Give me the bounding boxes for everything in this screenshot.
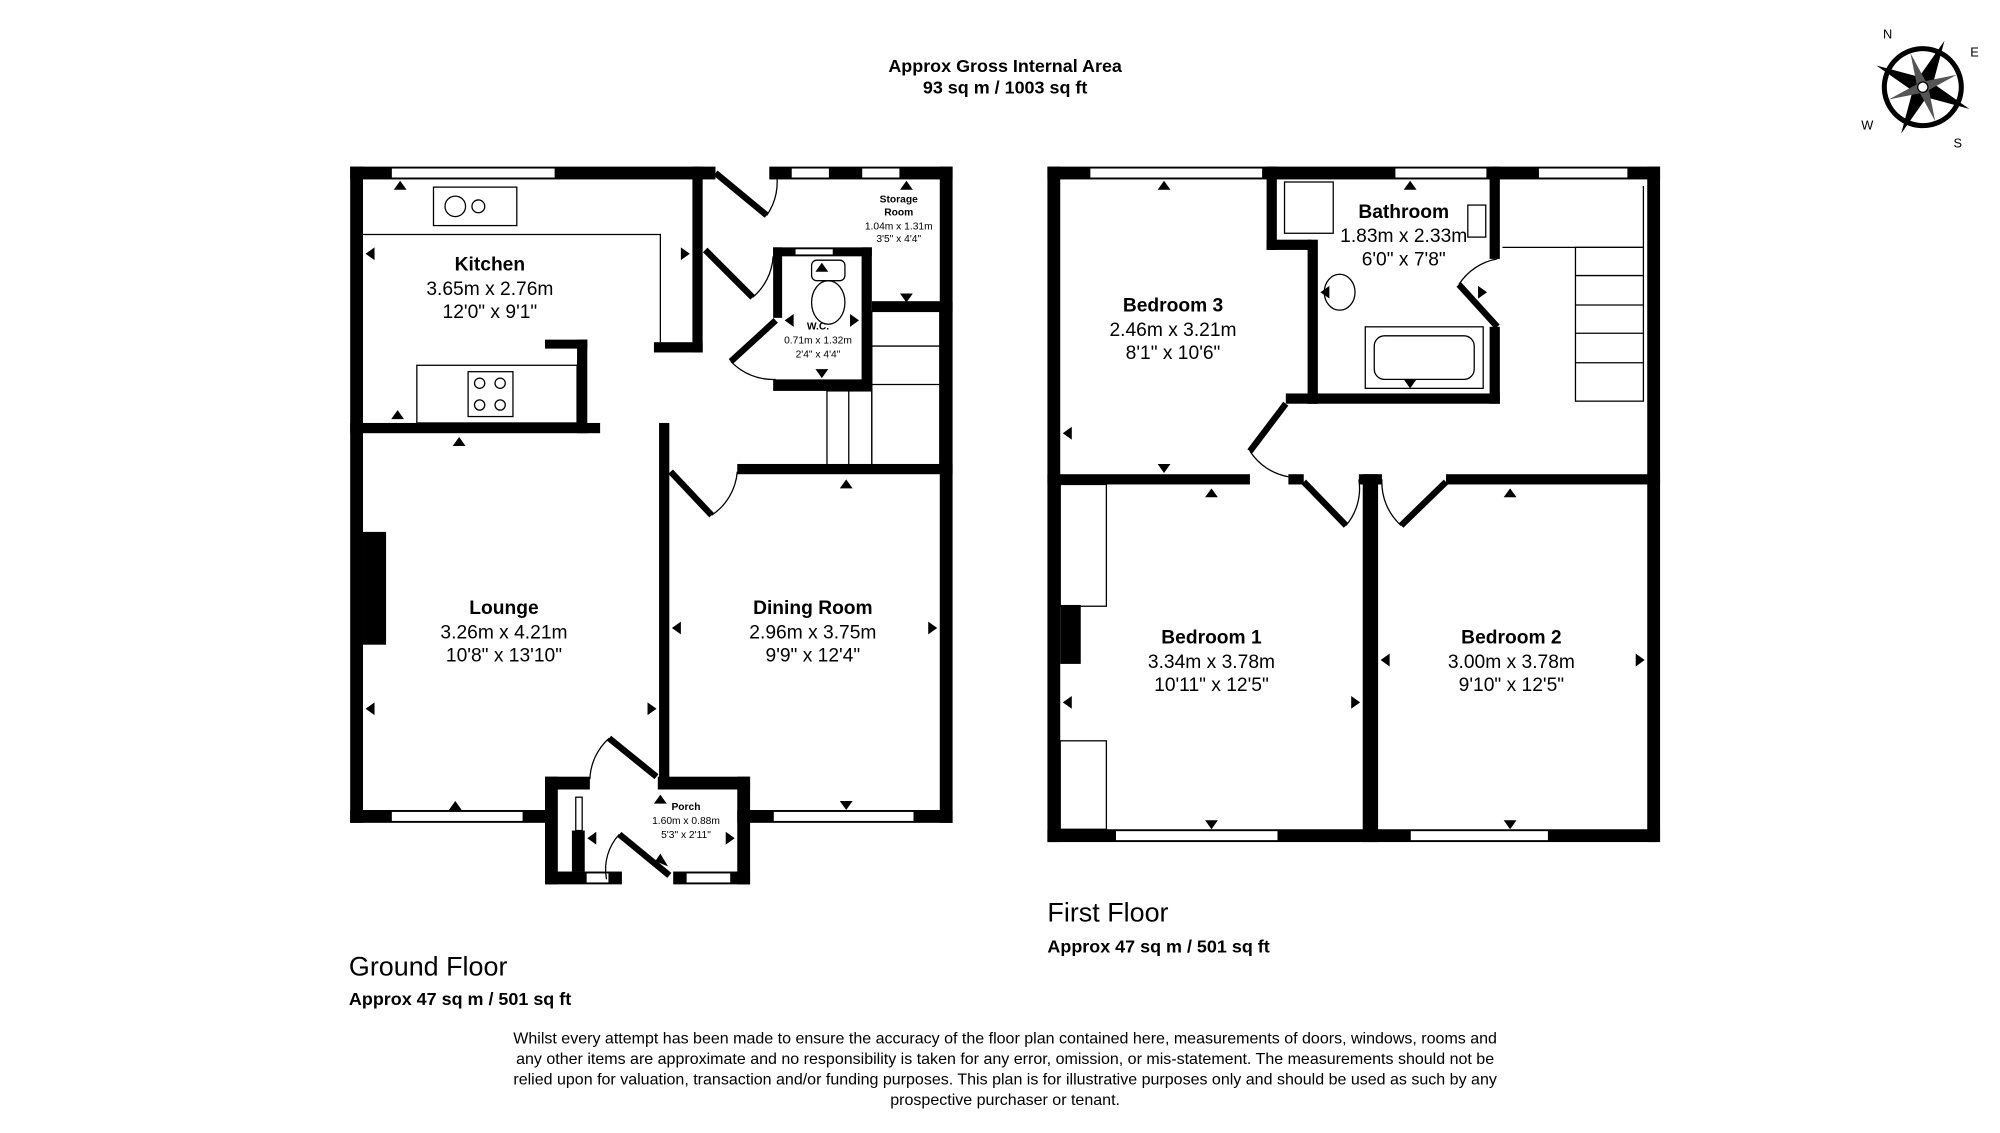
room-imperial: 6'0" x 7'8" [1362, 249, 1446, 270]
ground-floor-plan: Kitchen 3.65m x 2.76m 12'0" x 9'1" Loung… [350, 166, 953, 885]
room-name: W.C. [807, 321, 829, 332]
room-metric: 3.65m x 2.76m [426, 279, 553, 300]
compass-icon [1876, 40, 1970, 134]
room-metric: 3.00m x 3.78m [1448, 652, 1575, 673]
gross-area-value: 93 sq m / 1003 sq ft [923, 78, 1088, 98]
room-name-line2: Room [884, 207, 913, 218]
room-imperial: 5'3" x 2'11" [661, 830, 711, 841]
gross-area-title: Approx Gross Internal Area [888, 56, 1123, 76]
disclaimer-line: prospective purchaser or tenant. [890, 1091, 1120, 1109]
room-name: Porch [671, 802, 700, 813]
compass-s: S [1954, 135, 1963, 150]
room-imperial: 9'10" x 12'5" [1459, 675, 1564, 696]
room-name: Bedroom 1 [1161, 627, 1262, 648]
room-imperial: 10'11" x 12'5" [1154, 675, 1269, 696]
first-floor-area: Approx 47 sq m / 501 sq ft [1047, 936, 1269, 956]
disclaimer-line: any other items are approximate and no r… [516, 1050, 1494, 1068]
first-floor-title: First Floor [1047, 898, 1168, 928]
disclaimer-line: Whilst every attempt has been made to en… [513, 1029, 1497, 1047]
room-name: Bedroom 3 [1123, 295, 1223, 316]
ground-floor-area: Approx 47 sq m / 501 sq ft [349, 989, 571, 1009]
room-metric: 1.04m x 1.31m [865, 221, 933, 232]
room-imperial: 9'9" x 12'4" [766, 645, 861, 666]
room-name: Dining Room [753, 598, 873, 619]
compass-e: E [1970, 44, 1979, 59]
room-imperial: 10'8" x 13'10" [446, 645, 562, 666]
room-metric: 2.96m x 3.75m [749, 622, 876, 643]
room-name: Bedroom 2 [1461, 627, 1561, 648]
room-metric: 2.46m x 3.21m [1109, 320, 1236, 341]
room-name: Kitchen [455, 254, 525, 275]
room-imperial: 12'0" x 9'1" [443, 302, 538, 323]
room-imperial: 2'4" x 4'4" [796, 350, 841, 361]
room-metric: 0.71m x 1.32m [784, 335, 852, 346]
room-imperial: 8'1" x 10'6" [1126, 343, 1221, 364]
room-name: Storage [880, 195, 918, 206]
room-metric: 3.26m x 4.21m [440, 622, 567, 643]
disclaimer-line: relied upon for valuation, transaction a… [513, 1070, 1496, 1088]
room-name: Lounge [469, 598, 539, 619]
compass-w: W [1861, 117, 1874, 132]
compass-n: N [1883, 26, 1892, 41]
room-name: Bathroom [1358, 202, 1449, 223]
room-metric: 1.83m x 2.33m [1340, 226, 1467, 247]
first-floor-plan: Bedroom 3 2.46m x 3.21m 8'1" x 10'6" Bat… [1047, 166, 1661, 843]
ground-floor-title: Ground Floor [349, 951, 508, 981]
room-imperial: 3'5" x 4'4" [876, 234, 921, 245]
room-metric: 3.34m x 3.78m [1148, 652, 1275, 673]
room-metric: 1.60m x 0.88m [652, 816, 720, 827]
